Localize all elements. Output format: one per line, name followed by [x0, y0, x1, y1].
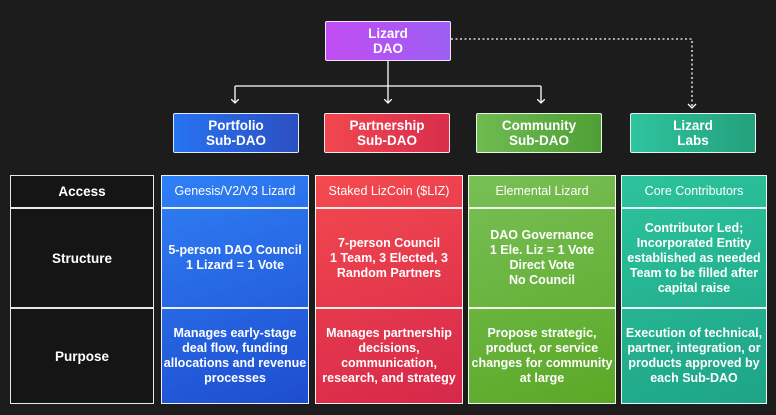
lizard-labs-column: Core Contributors Contributor Led; Incor…	[621, 175, 767, 404]
row-label-structure: Structure	[10, 208, 154, 308]
purpose-line: research, and strategy	[322, 371, 456, 385]
row-label-purpose: Purpose	[10, 308, 154, 404]
community-access-cell: Elemental Lizard	[468, 175, 616, 208]
community-subdao-node: Community Sub-DAO	[476, 113, 602, 153]
labs-structure-cell: Contributor Led; Incorporated Entity est…	[621, 208, 767, 308]
partnership-column: Staked LizCoin ($LIZ) 7-person Council 1…	[315, 175, 463, 404]
purpose-line: communication,	[341, 356, 437, 370]
structure-line: Direct Vote	[509, 258, 575, 272]
portfolio-structure-cell: 5-person DAO Council 1 Lizard = 1 Vote	[161, 208, 309, 308]
purpose-line: changes for community	[471, 356, 613, 370]
portfolio-access-cell: Genesis/V2/V3 Lizard	[161, 175, 309, 208]
portfolio-title-line2: Sub-DAO	[206, 133, 266, 148]
structure-line: capital raise	[657, 280, 731, 295]
purpose-line: products approved by	[628, 356, 760, 370]
community-purpose-cell: Propose strategic, product, or service c…	[468, 308, 616, 404]
row-label-access: Access	[10, 175, 154, 208]
purpose-line: processes	[204, 371, 266, 385]
community-title-line2: Sub-DAO	[509, 133, 569, 148]
structure-line: Team to be filled after	[629, 265, 759, 280]
purpose-line: product, or service	[485, 341, 599, 355]
structure-line: Incorporated Entity	[636, 235, 752, 250]
partnership-title-line2: Sub-DAO	[357, 133, 417, 148]
structure-line: 7-person Council	[337, 235, 441, 250]
structure-line: 1 Ele. Liz = 1 Vote	[489, 243, 595, 257]
partnership-structure-cell: 7-person Council 1 Team, 3 Elected, 3 Ra…	[315, 208, 463, 308]
structure-line: 5-person DAO Council	[168, 243, 302, 257]
purpose-line: Manages partnership	[326, 326, 452, 340]
lizard-labs-node: Lizard Labs	[630, 113, 756, 153]
community-title-line1: Community	[501, 118, 577, 133]
structure-line: 1 Team, 3 Elected, 3	[330, 250, 448, 265]
arrow-labs	[687, 103, 697, 109]
purpose-line: each Sub-DAO	[650, 371, 738, 385]
partnership-purpose-cell: Manages partnership decisions, communica…	[315, 308, 463, 404]
dotted-link-labs	[451, 38, 693, 107]
labs-purpose-cell: Execution of technical, partner, integra…	[621, 308, 767, 404]
root-title-line2: DAO	[373, 41, 403, 56]
partnership-title-line1: Partnership	[349, 118, 425, 133]
portfolio-title-line1: Portfolio	[208, 118, 264, 133]
community-column: Elemental Lizard DAO Governance 1 Ele. L…	[468, 175, 616, 404]
labs-title-line1: Lizard	[673, 118, 713, 133]
labs-title-line2: Labs	[677, 133, 709, 148]
purpose-line: partner, integration, or	[627, 341, 761, 355]
portfolio-column: Genesis/V2/V3 Lizard 5-person DAO Counci…	[161, 175, 309, 404]
purpose-line: at large	[519, 371, 565, 385]
root-title-line1: Lizard	[368, 26, 408, 41]
structure-line: No Council	[509, 273, 575, 287]
partnership-access-cell: Staked LizCoin ($LIZ)	[315, 175, 463, 208]
purpose-line: deal flow, funding	[182, 341, 288, 355]
structure-line: DAO Governance	[490, 228, 594, 242]
purpose-line: Propose strategic,	[487, 326, 597, 340]
structure-line: 1 Lizard = 1 Vote	[185, 258, 285, 272]
purpose-line: Execution of technical,	[625, 326, 763, 340]
portfolio-subdao-node: Portfolio Sub-DAO	[173, 113, 299, 153]
structure-line: Random Partners	[336, 265, 442, 280]
purpose-line: decisions,	[358, 341, 420, 355]
labs-access-cell: Core Contributors	[621, 175, 767, 208]
structure-line: established as needed	[627, 250, 761, 265]
partnership-subdao-node: Partnership Sub-DAO	[324, 113, 450, 153]
structure-line: Contributor Led;	[644, 220, 744, 235]
portfolio-purpose-cell: Manages early-stage deal flow, funding a…	[161, 308, 309, 404]
community-structure-cell: DAO Governance 1 Ele. Liz = 1 Vote Direc…	[468, 208, 616, 308]
lizard-dao-node: Lizard DAO	[325, 21, 451, 61]
purpose-line: Manages early-stage	[173, 326, 297, 340]
purpose-line: allocations and revenue	[163, 356, 307, 370]
